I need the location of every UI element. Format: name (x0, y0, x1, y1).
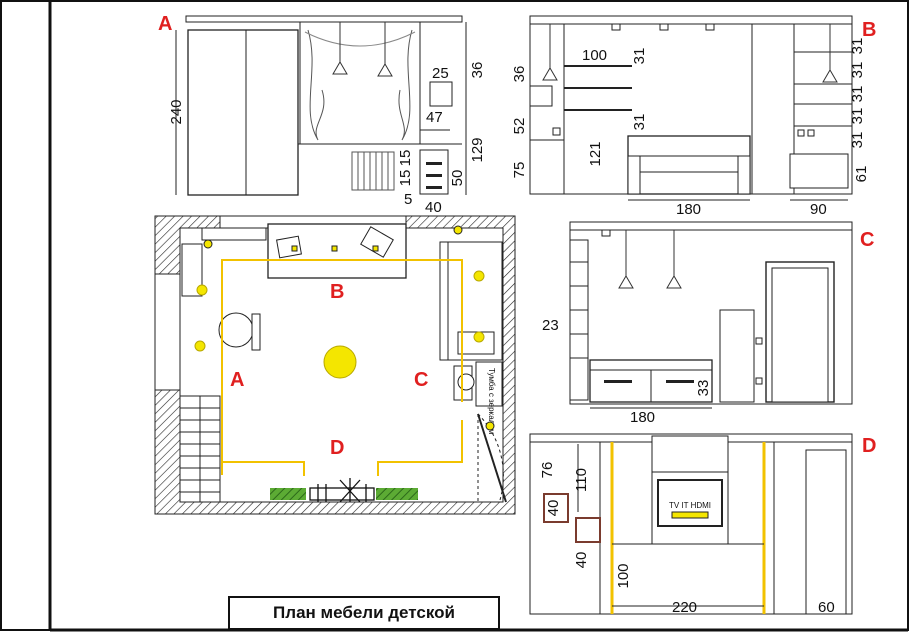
wall-shelf-a (429, 81, 453, 107)
dim-100: 100 (582, 47, 607, 64)
cabinet-b (789, 153, 849, 189)
dim-40a: 40 (545, 500, 562, 517)
dim-31b: 31 (631, 114, 648, 131)
dim-25: 25 (432, 65, 449, 82)
dim-110: 110 (573, 468, 590, 492)
window-opening (299, 21, 421, 145)
dim-33: 33 (695, 380, 712, 397)
elevation-c-label: C (860, 229, 874, 251)
pendant-lamp-icon (542, 67, 558, 81)
pendant-lamp-icon (332, 61, 348, 75)
dim-47: 47 (426, 109, 443, 126)
switch-icon (453, 225, 463, 235)
dim-240: 240 (168, 99, 185, 124)
elevation-d-label: D (862, 435, 876, 457)
elevation-b-label: B (862, 19, 876, 41)
plan-mirror-cabinet (475, 361, 503, 407)
spot-lamp-icon (473, 270, 485, 282)
spot-lamp-icon (473, 331, 485, 343)
spot-lamp-icon (194, 340, 206, 352)
ceiling-lamp-icon (323, 345, 357, 379)
plan-zone-outline (221, 259, 463, 475)
dim-36: 36 (511, 66, 528, 83)
curtain-valance (304, 31, 416, 47)
radiator-icon (351, 151, 395, 191)
dim-180: 180 (676, 201, 701, 218)
pendant-lamp-icon (822, 69, 838, 83)
plan-radiator-window (309, 478, 375, 503)
dim-r31b: 31 (849, 62, 866, 79)
dim-121: 121 (587, 141, 604, 166)
dim-31a: 31 (631, 48, 648, 65)
elevation-d: D TV IT HDMI 76 110 40 40 100 220 60 (529, 433, 876, 616)
plan-label-d: D (330, 437, 344, 459)
elevation-a-label: A (158, 13, 172, 35)
plan-label-a: A (230, 369, 244, 391)
plant-icon (376, 488, 418, 500)
dim-52: 52 (511, 118, 528, 135)
dim-75: 75 (511, 162, 528, 179)
elevation-a: A 240 25 36 47 129 15 15 50 5 40 (158, 13, 486, 216)
tall-cabinet-c (719, 309, 755, 403)
tv-label: TV IT HDMI (669, 501, 711, 510)
dim-60: 60 (818, 599, 835, 616)
dim-100d: 100 (615, 563, 632, 588)
pendant-lamp-icon (666, 275, 682, 289)
curtain-left (307, 29, 325, 141)
curtain-right (398, 29, 413, 141)
plan-label-b: B (330, 281, 344, 303)
dim-r31d: 31 (849, 108, 866, 125)
sheet-title: План мебели детской (228, 596, 500, 630)
switch-icon (485, 421, 495, 431)
dim-r61: 61 (853, 166, 870, 183)
floor-plan: Тумба с зеркалом B A C (154, 215, 516, 515)
elevation-a-ceiling (185, 15, 463, 23)
dim-5: 5 (404, 191, 412, 208)
elevation-b: B 100 31 36 31 52 121 75 180 90 31 3 (511, 15, 876, 218)
plan-door-swing (477, 413, 504, 502)
dim-15a: 15 (397, 150, 414, 167)
wall-shelf-d1 (543, 493, 569, 523)
switch-icon (203, 239, 213, 249)
dim-r31a: 31 (849, 38, 866, 55)
plan-label-c: C (414, 369, 428, 391)
dim-40: 40 (425, 199, 442, 216)
wall-shelf-d2 (575, 517, 601, 543)
socket-icon (552, 127, 561, 136)
dim-76: 76 (539, 462, 556, 479)
dim-129: 129 (469, 137, 486, 162)
pendant-lamp-icon (377, 63, 393, 77)
dim-r31e: 31 (849, 132, 866, 149)
plan-chair-a (218, 312, 254, 348)
spot-lamp-icon (196, 284, 208, 296)
door-d (805, 449, 847, 615)
shelving-c (569, 239, 589, 401)
dim-40b: 40 (573, 552, 590, 569)
elevation-c: C 23 180 33 (542, 221, 874, 426)
dim-50: 50 (449, 170, 466, 187)
plan-note-text: Тумба с зеркалом (487, 368, 496, 434)
plant-icon (270, 488, 306, 500)
wardrobe-outline (187, 29, 299, 196)
dim-220: 220 (672, 599, 697, 616)
dim-180c: 180 (630, 409, 655, 426)
tv-socket-strip (671, 511, 709, 519)
dim-23: 23 (542, 317, 559, 334)
plan-window-left (154, 273, 181, 391)
dim-36: 36 (469, 62, 486, 79)
dim-15b: 15 (397, 170, 414, 187)
dim-90: 90 (810, 201, 827, 218)
pendant-lamp-icon (618, 275, 634, 289)
dim-r31c: 31 (849, 86, 866, 103)
